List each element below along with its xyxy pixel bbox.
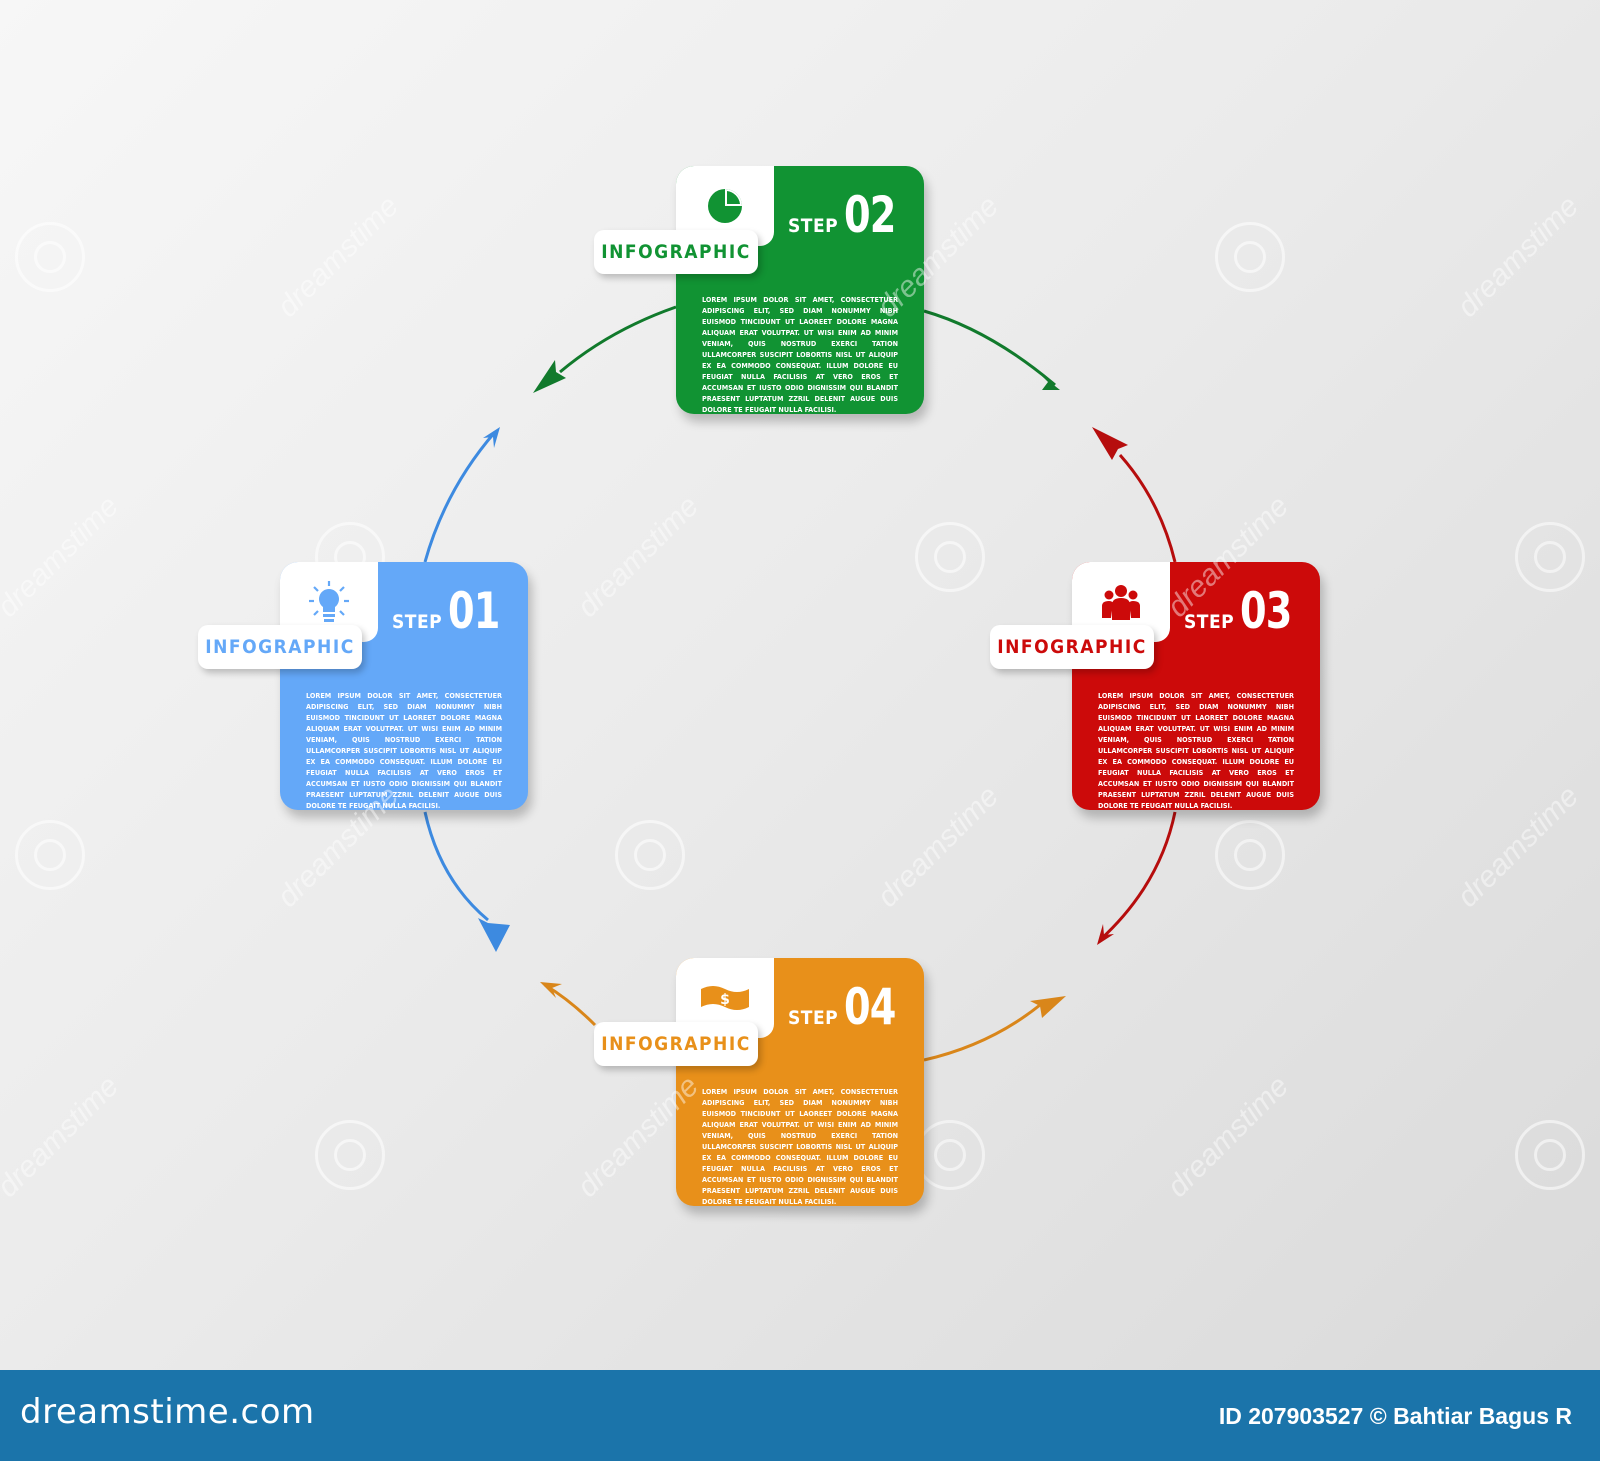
footer-credit: ID 207903527 © Bahtiar Bagus R bbox=[1218, 1403, 1572, 1429]
arrow-red-top bbox=[1118, 454, 1177, 563]
step-description: Lorem ipsum dolor sit amet, consectetuer… bbox=[1098, 691, 1294, 810]
step-description: Lorem ipsum dolor sit amet, consectetuer… bbox=[702, 295, 898, 414]
step-word: STEP bbox=[392, 611, 443, 633]
step-description: Lorem ipsum dolor sit amet, consectetuer… bbox=[306, 691, 502, 810]
watermark-logo bbox=[615, 820, 685, 890]
watermark-logo bbox=[1515, 1120, 1585, 1190]
step-word: STEP bbox=[788, 215, 839, 237]
arrow-blue-bottom bbox=[423, 811, 489, 922]
step-number: 04 bbox=[844, 978, 896, 1036]
step-number: 01 bbox=[448, 582, 500, 640]
footer-brand[interactable]: dreamstime.com bbox=[20, 1392, 315, 1432]
arrow-red-bottom bbox=[1098, 811, 1177, 942]
watermark-logo bbox=[1515, 522, 1585, 592]
arrow-head-red-bottom bbox=[1097, 924, 1114, 945]
arrow-head-orange-left bbox=[540, 982, 562, 998]
arrow-head-red-top bbox=[1092, 427, 1128, 460]
arrow-head-green-left bbox=[533, 360, 566, 393]
step-number: 02 bbox=[844, 186, 896, 244]
arrow-blue-top bbox=[423, 431, 497, 563]
dollar-bill-icon: $ bbox=[701, 986, 749, 1010]
infographic-tag-04: INFOGRAPHIC bbox=[594, 1022, 758, 1066]
infographic-tag-02: INFOGRAPHIC bbox=[594, 230, 758, 274]
step-word: STEP bbox=[1184, 611, 1235, 633]
arrow-green-right bbox=[923, 309, 1056, 387]
arrow-head-blue-top bbox=[483, 427, 500, 448]
watermark-logo bbox=[15, 222, 85, 292]
watermark-logo bbox=[915, 522, 985, 592]
arrow-head-blue-bottom bbox=[478, 918, 510, 952]
arrow-green-left bbox=[559, 305, 677, 374]
pie-chart-icon bbox=[708, 189, 742, 223]
watermark-logo bbox=[15, 820, 85, 890]
step-number: 03 bbox=[1240, 582, 1292, 640]
footer-bar: dreamstime.com ID 207903527 © Bahtiar Ba… bbox=[0, 1370, 1600, 1461]
arrow-head-green-right bbox=[1040, 374, 1060, 390]
people-group-icon bbox=[1102, 585, 1140, 620]
arrow-head-orange-right bbox=[1030, 996, 1066, 1018]
cycle-arrows bbox=[423, 305, 1177, 1062]
lightbulb-icon bbox=[309, 581, 349, 622]
watermark-logo bbox=[1215, 820, 1285, 890]
step-description: Lorem ipsum dolor sit amet, consectetuer… bbox=[702, 1087, 898, 1206]
svg-text:$: $ bbox=[720, 992, 730, 1008]
infographic-tag-01: INFOGRAPHIC bbox=[198, 625, 362, 669]
watermark-logo bbox=[1215, 222, 1285, 292]
arrow-orange-right bbox=[923, 1003, 1041, 1062]
infographic-tag-03: INFOGRAPHIC bbox=[990, 625, 1154, 669]
watermark-logo bbox=[315, 1120, 385, 1190]
step-word: STEP bbox=[788, 1007, 839, 1029]
